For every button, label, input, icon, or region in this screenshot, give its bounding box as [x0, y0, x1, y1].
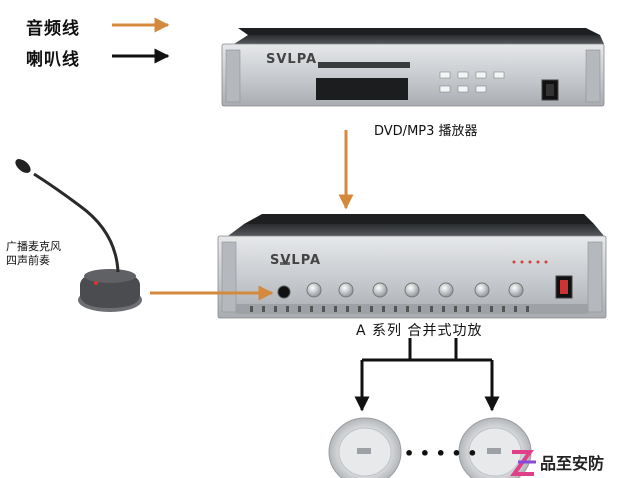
speaker-right — [458, 417, 532, 478]
amp-brand-logo: SVLPA — [270, 253, 322, 268]
watermark-logo-icon — [510, 450, 536, 476]
legend-speaker-label: 喇叭线 — [26, 50, 80, 70]
microphone-device — [15, 159, 142, 312]
speaker-wiring — [362, 338, 492, 362]
amplifier-device — [217, 214, 607, 319]
legend-audio-label: 音频线 — [26, 19, 80, 39]
dvd-brand-logo: SVLPA — [266, 52, 318, 67]
dvd-player-device — [221, 28, 605, 107]
mic-caption-line1: 广播麦克风 — [6, 240, 61, 253]
dvd-caption: DVD/MP3 播放器 — [374, 124, 478, 139]
speaker-ellipsis: • • • • • — [404, 444, 478, 463]
mic-caption-line2: 四声前奏 — [6, 254, 50, 267]
watermark-text: 品至安防 — [540, 454, 605, 473]
amplifier-caption: A 系列 合并式功放 — [356, 323, 483, 339]
speaker-left — [328, 417, 402, 478]
